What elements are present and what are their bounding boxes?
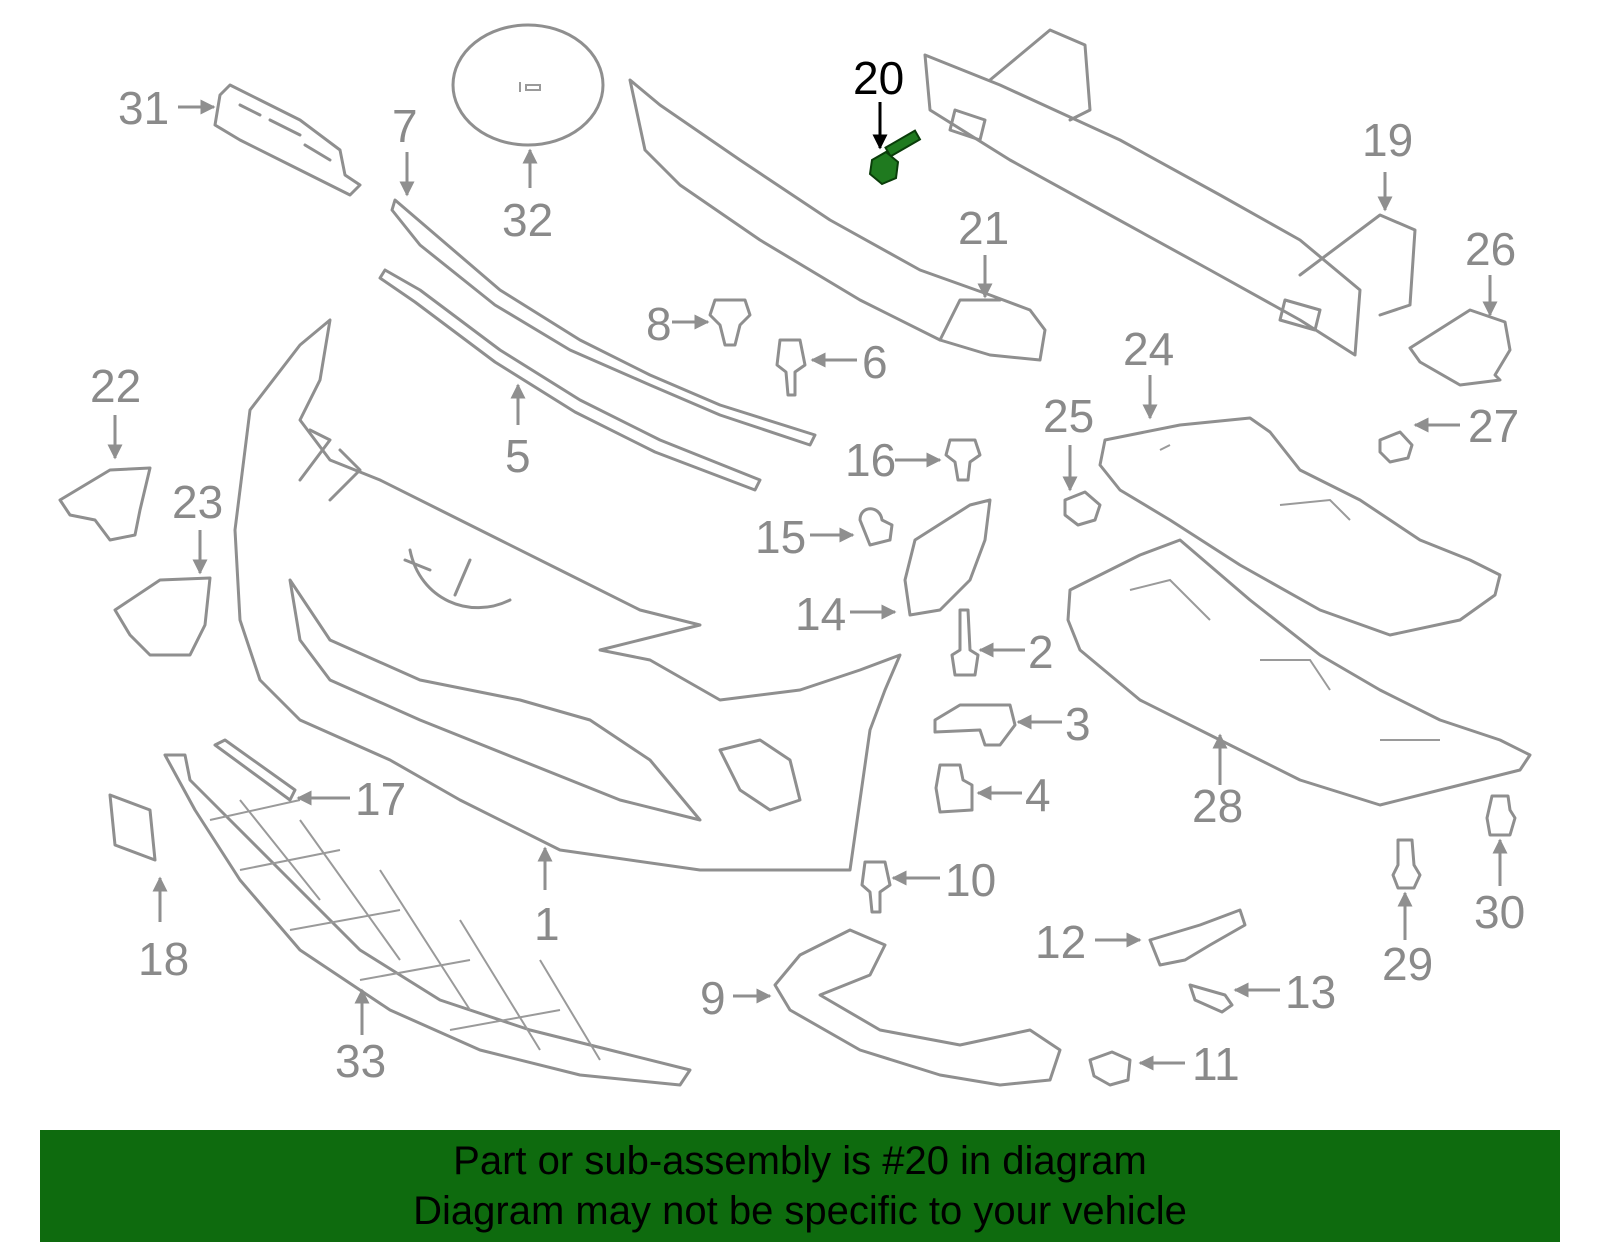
callout-29: 29 [1382,938,1433,990]
screw-13-part [1188,983,1234,1014]
clip-30-part [1485,794,1517,837]
bolt-27-part [1378,430,1414,464]
callout-25: 25 [1043,390,1094,442]
callout-2: 2 [1028,626,1054,678]
upper-strip-part [378,198,817,492]
callout-21: 21 [958,202,1009,254]
molding-17-part [213,738,297,802]
bracket-26-part [1408,308,1512,387]
callout-13: 13 [1285,966,1336,1018]
bolt-29-part [1391,838,1422,890]
callout-28: 28 [1192,780,1243,832]
callout-26: 26 [1465,223,1516,275]
callout-3: 3 [1065,698,1091,750]
info-banner: Part or sub-assembly is #20 in diagram D… [40,1130,1560,1242]
grille-33-part [163,753,692,1087]
callout-8: 8 [646,298,672,350]
clip-4-part [934,763,974,814]
label-32-part [451,23,605,147]
callout-22: 22 [90,360,141,412]
clip-16-part [944,438,982,482]
callout-17: 17 [355,773,406,825]
callout-12: 12 [1035,916,1086,968]
callout-33: 33 [335,1035,386,1087]
callout-7: 7 [392,100,418,152]
callout-9: 9 [700,972,726,1024]
leader-lines [107,99,1508,1071]
callout-24: 24 [1123,323,1174,375]
callout-18: 18 [138,933,189,985]
callout-30: 30 [1474,886,1525,938]
bolt-10-part [860,860,892,914]
callout-19: 19 [1362,114,1413,166]
bracket-9-part [773,928,1062,1087]
banner-line-2: Diagram may not be specific to your vehi… [413,1189,1187,1233]
bracket-12-part [1148,908,1247,967]
callout-5: 5 [505,430,531,482]
callout-32: 32 [502,194,553,246]
undercover-24-part [1098,416,1502,637]
bolt-6-part [775,338,807,397]
highlighted-bolt-part [868,129,922,186]
bracket-23-part [113,576,212,657]
callout-10: 10 [945,854,996,906]
lamp-18-part [108,793,157,862]
undercover-28-part [1066,538,1532,807]
reinforcement-beam-part [923,28,1417,357]
pin-2-part [950,608,980,677]
callout-23: 23 [172,476,223,528]
bolt-11-part [1088,1050,1132,1087]
callout-27: 27 [1468,400,1519,452]
bracket-22-part [58,466,152,542]
callout-11: 11 [1192,1038,1240,1090]
callout-1: 1 [534,898,560,950]
callout-numbers: 31 7 32 20 19 21 26 8 6 5 24 25 27 22 16… [90,52,1525,1090]
bolt-25-part [1063,490,1102,527]
callout-6: 6 [862,336,888,388]
bumper-cover-part [233,318,902,872]
callout-4: 4 [1025,769,1051,821]
callout-14: 14 [795,588,846,640]
callout-16: 16 [845,434,896,486]
clip-15-part [858,507,894,547]
bracket-3-part [933,703,1017,747]
bracket-31-part [213,83,362,197]
bracket-14-part [903,498,992,617]
clip-8-part [708,298,752,347]
energy-absorber-part [628,78,1047,362]
callout-15: 15 [755,511,806,563]
callout-31: 31 [118,82,169,134]
callout-20: 20 [853,52,904,104]
banner-line-1: Part or sub-assembly is #20 in diagram [453,1139,1147,1183]
